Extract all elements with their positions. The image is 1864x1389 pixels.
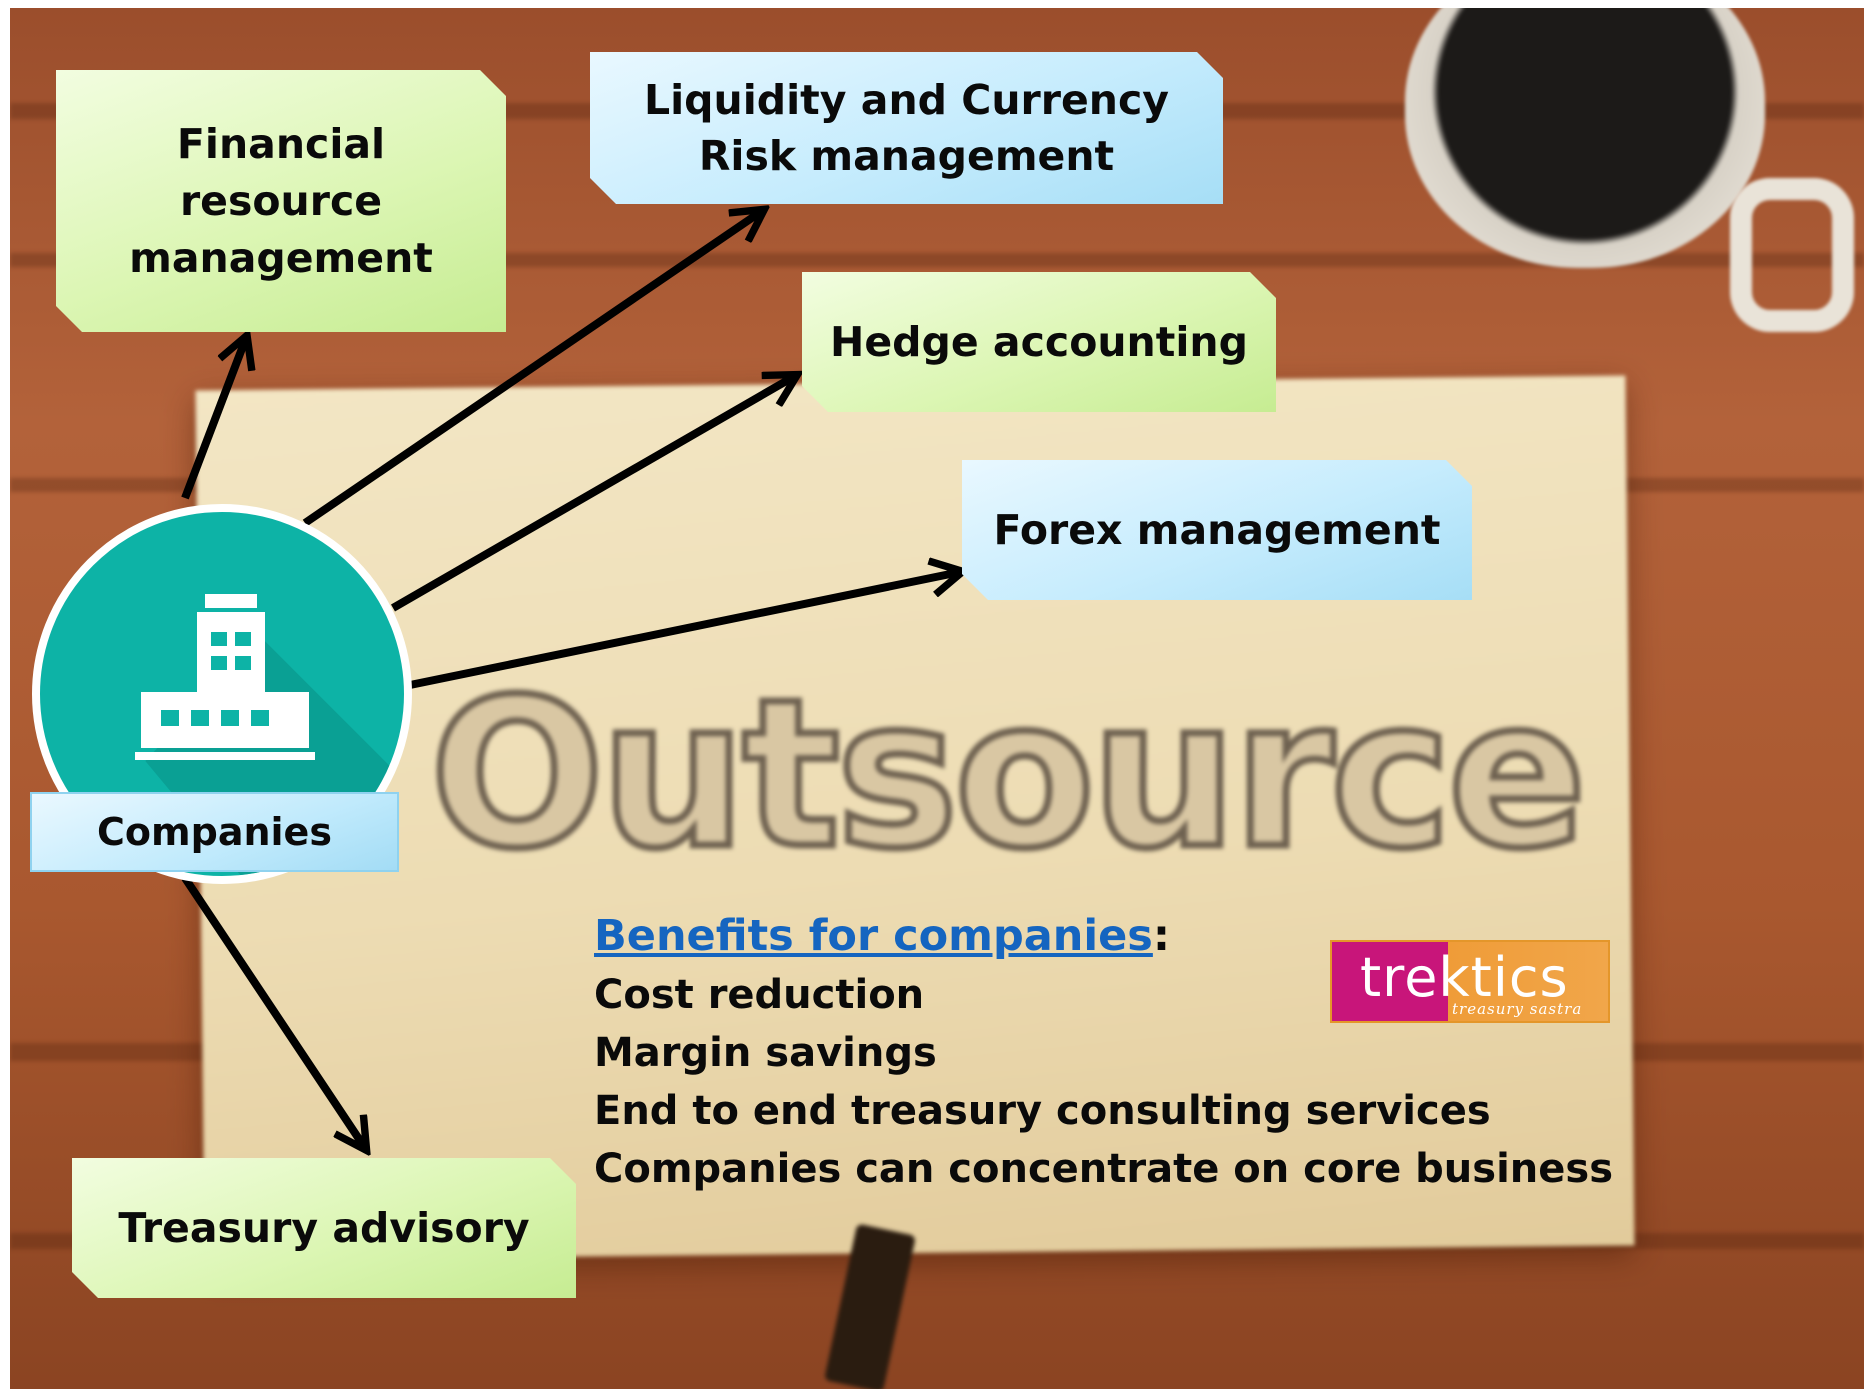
benefits-heading-link[interactable]: Benefits for companies	[594, 911, 1153, 961]
benefits-heading-colon: :	[1152, 911, 1171, 961]
trektics-logo: trektics treasury sastra	[1330, 940, 1610, 1023]
background-coffee-mug	[1405, 8, 1765, 268]
connector-arrows	[181, 8, 1864, 1389]
node-liquidity-and-currency-risk-management: Liquidity and Currency Risk management	[590, 52, 1223, 204]
benefits-heading: Benefits for companies:	[594, 906, 1613, 966]
diagram-canvas: Outsource Financial resource management …	[10, 8, 1864, 1389]
logo-tagline: treasury sastra	[1452, 1000, 1583, 1018]
node-hedge-accounting: Hedge accounting	[802, 272, 1276, 412]
arrow-to-financial	[181, 338, 246, 500]
building-icon	[135, 594, 315, 760]
background-word-outsource: Outsource	[427, 656, 1591, 894]
benefit-item: Margin savings	[594, 1030, 937, 1076]
node-label-line: resource	[179, 176, 383, 225]
benefit-item: End to end treasury consulting services	[594, 1088, 1491, 1134]
node-label-line: Hedge accounting	[830, 318, 1248, 366]
arrow-to-forex	[409, 572, 960, 689]
companies-label: Companies	[30, 792, 399, 872]
node-treasury-advisory: Treasury advisory	[72, 1158, 576, 1298]
node-label-line: Financial	[176, 119, 386, 168]
logo-wordmark: trektics	[1360, 946, 1569, 1009]
arrow-to-liquidity	[302, 211, 762, 527]
node-forex-management: Forex management	[962, 460, 1472, 600]
node-label-line: Liquidity and Currency	[644, 76, 1169, 124]
node-label-line: management	[129, 233, 433, 282]
node-label-line: Forex management	[993, 506, 1441, 554]
node-financial-resource-management: Financial resource management	[56, 70, 506, 332]
arrow-to-hedge	[391, 376, 795, 612]
background-mug-handle	[1730, 178, 1854, 332]
arrow-to-treasury	[181, 875, 365, 1148]
benefit-item: Companies can concentrate on core busine…	[594, 1146, 1614, 1192]
node-label-line: Treasury advisory	[118, 1204, 530, 1252]
benefits-list: Benefits for companies: Cost reduction M…	[594, 906, 1613, 1198]
benefit-item: Cost reduction	[594, 972, 925, 1018]
node-label-line: Risk management	[698, 132, 1115, 180]
